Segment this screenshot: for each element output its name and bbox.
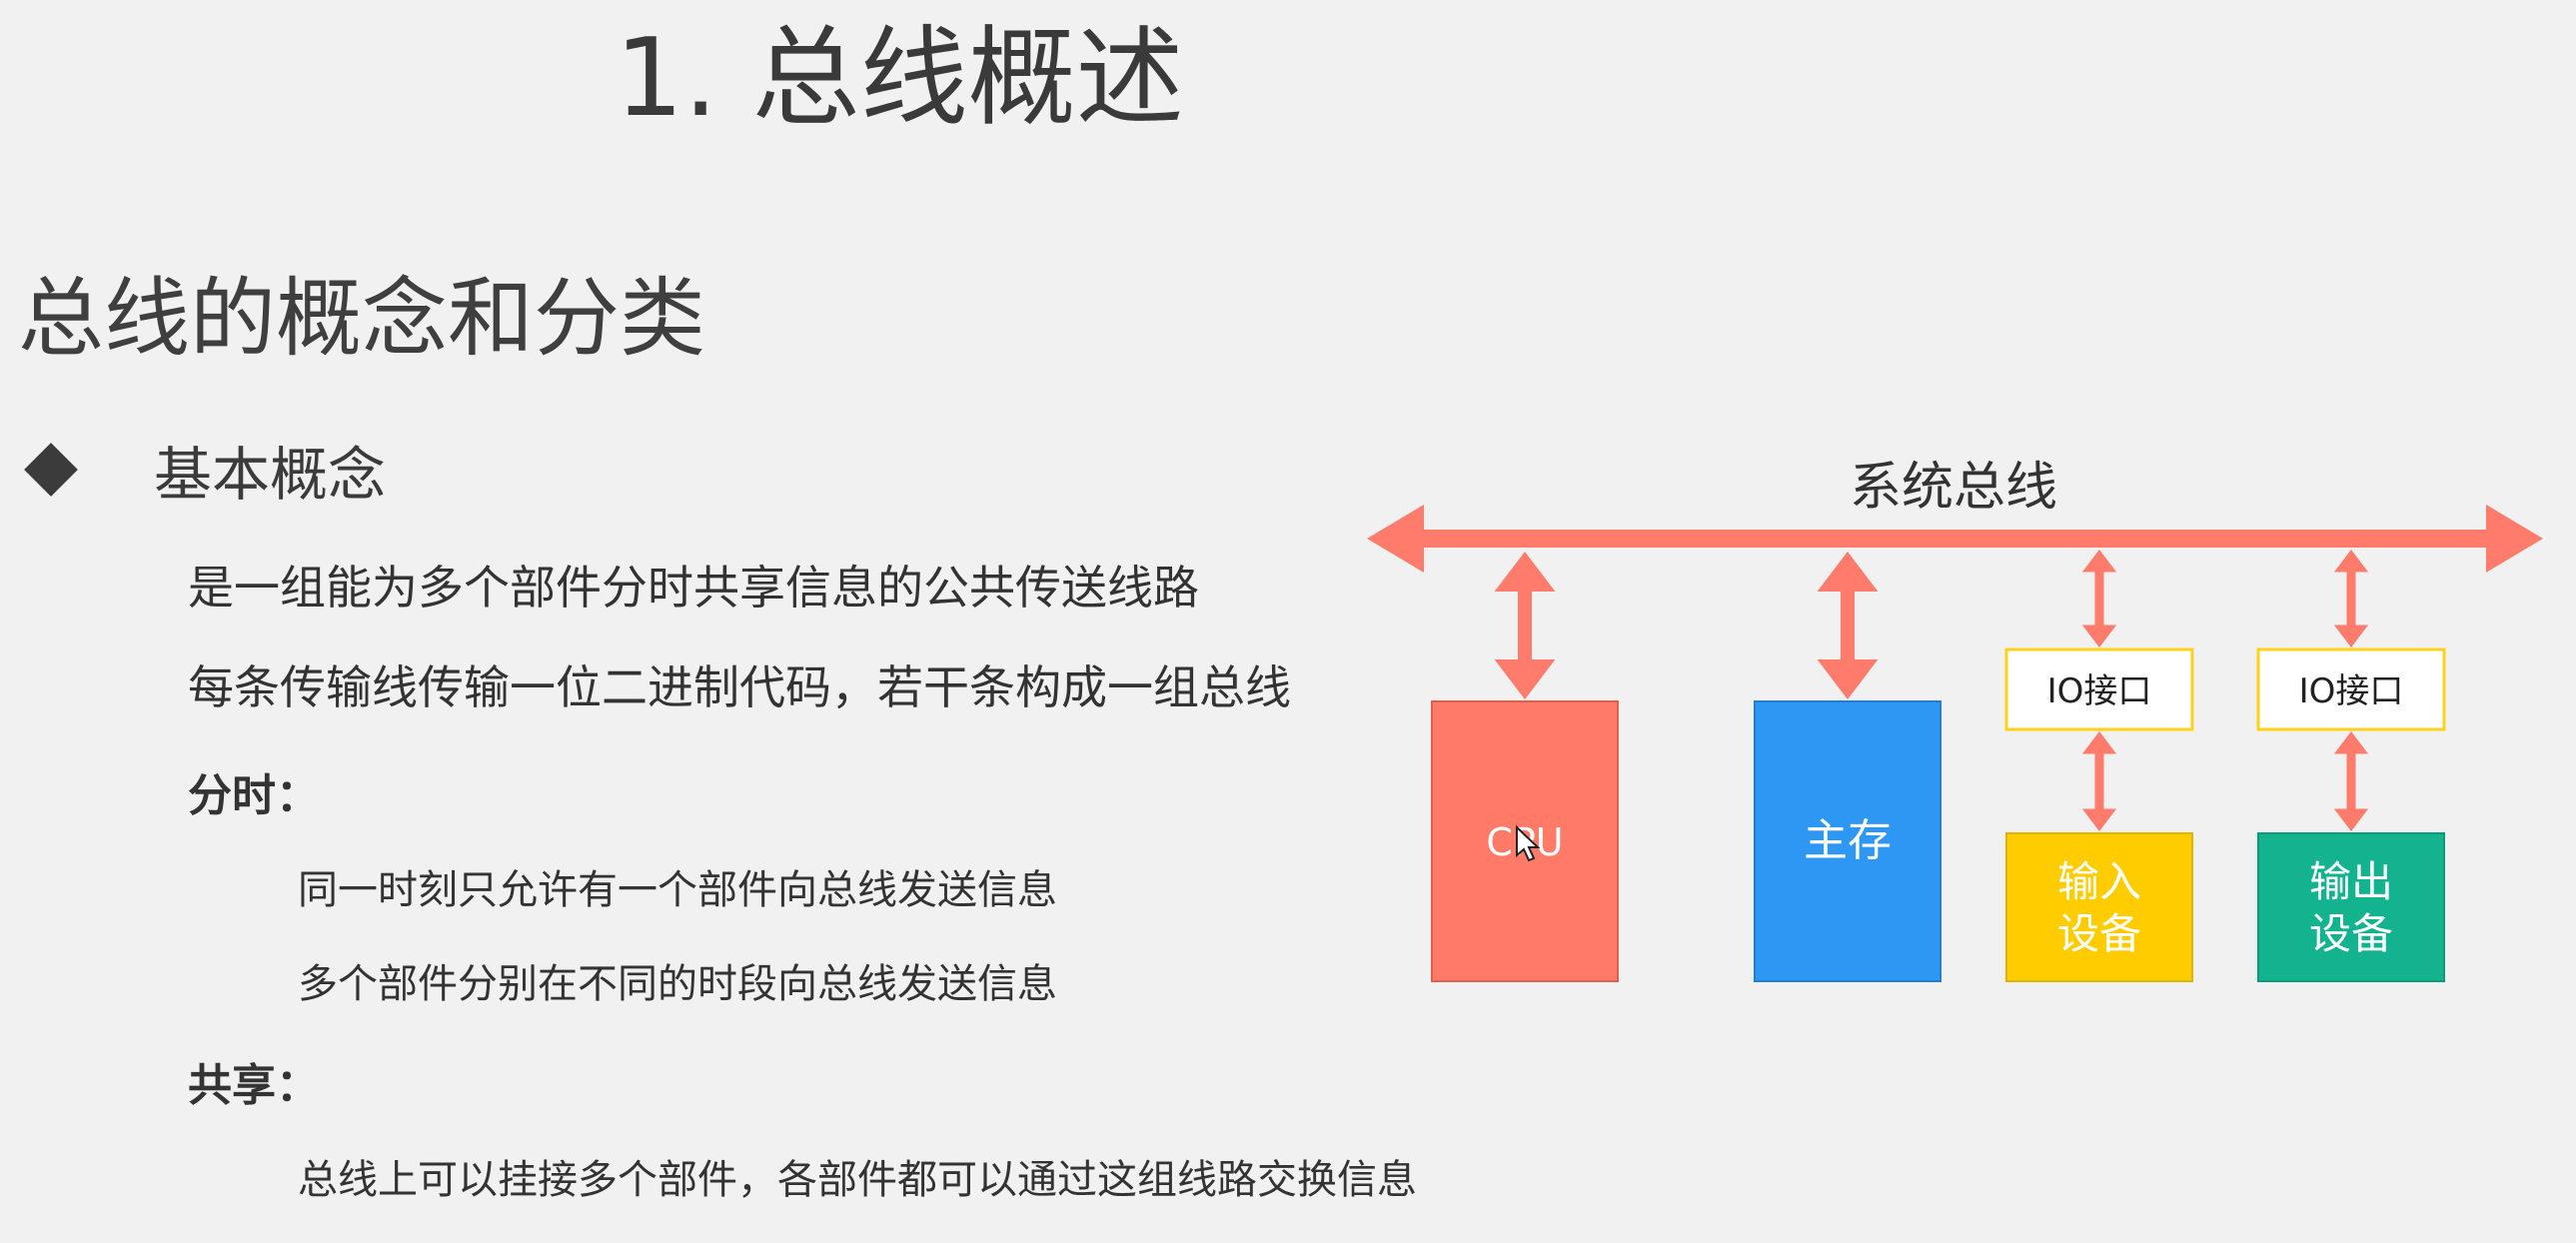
output-device-line-2: 设备 bbox=[2309, 909, 2393, 958]
input-device-line-1: 输入 bbox=[2057, 857, 2141, 906]
output-device-line-1: 输出 bbox=[2309, 857, 2393, 906]
diamond-bullet-icon bbox=[24, 443, 78, 497]
mouse-cursor-icon bbox=[1516, 824, 1541, 862]
io-interface-1-label: IO接口 bbox=[2047, 671, 2152, 711]
memory-bus-arrow-head-bottom bbox=[1817, 659, 1879, 699]
io2-output-arrow-head-top bbox=[2333, 731, 2369, 754]
bullet-basic-concept: 基本概念 bbox=[24, 428, 386, 512]
section-title: 总线的概念和分类 bbox=[18, 269, 705, 369]
io1-input-arrow-shaft bbox=[2094, 749, 2104, 813]
cpu-bus-arrow-head-bottom bbox=[1494, 659, 1556, 699]
cpu-box bbox=[1431, 700, 1619, 982]
io1-input-arrow-head-top bbox=[2081, 731, 2117, 754]
cpu-bus-arrow-shaft bbox=[1518, 584, 1532, 667]
io2-output-arrow-shaft bbox=[2346, 749, 2356, 813]
io1-input-arrow-head-bottom bbox=[2081, 808, 2117, 831]
io2-bus-arrow-head-bottom bbox=[2333, 624, 2369, 647]
arrows-group bbox=[1367, 505, 2543, 831]
memory-label: 主存 bbox=[1804, 815, 1892, 866]
io-interface-1 bbox=[2004, 647, 2194, 731]
input-device-box bbox=[2005, 832, 2193, 982]
io1-bus-arrow-shaft bbox=[2094, 568, 2104, 629]
io2-bus-arrow-head-top bbox=[2333, 550, 2369, 573]
io2-output-arrow-head-bottom bbox=[2333, 808, 2369, 831]
time-sharing-label: 分时： bbox=[188, 770, 320, 821]
memory-bus-arrow-shaft bbox=[1841, 584, 1855, 667]
system-bus-shaft bbox=[1419, 530, 2498, 548]
bus-label: 系统总线 bbox=[1850, 458, 2057, 518]
input-device-line-2: 设备 bbox=[2057, 909, 2141, 958]
definition-line-2: 每条传输线传输一位二进制代码，若干条构成一组总线 bbox=[188, 660, 1291, 714]
sharing-label: 共享： bbox=[188, 1060, 320, 1111]
time-sharing-item-2: 多个部件分别在不同的时段向总线发送信息 bbox=[298, 961, 1057, 1007]
io2-bus-arrow-shaft bbox=[2346, 568, 2356, 629]
definition-line-1: 是一组能为多个部件分时共享信息的公共传送线路 bbox=[188, 561, 1199, 615]
io-interface-2-label: IO接口 bbox=[2299, 671, 2404, 711]
slide-title: 1. 总线概述 bbox=[615, 16, 1184, 141]
bullet-label: 基本概念 bbox=[154, 441, 387, 509]
time-sharing-item-1: 同一时刻只允许有一个部件向总线发送信息 bbox=[298, 867, 1057, 913]
io1-bus-arrow-head-top bbox=[2081, 550, 2117, 573]
io1-bus-arrow-head-bottom bbox=[2081, 624, 2117, 647]
memory-box bbox=[1754, 700, 1941, 982]
memory-bus-arrow-head-top bbox=[1817, 552, 1879, 592]
system-bus-arrow-right bbox=[2486, 505, 2543, 573]
output-device-box bbox=[2257, 832, 2445, 982]
sharing-item-1: 总线上可以挂接多个部件，各部件都可以通过这组线路交换信息 bbox=[298, 1157, 1417, 1203]
io-interface-2 bbox=[2256, 647, 2446, 731]
cpu-label: CPU bbox=[1486, 820, 1563, 864]
system-bus-arrow-left bbox=[1367, 505, 1424, 573]
cpu-bus-arrow-head-top bbox=[1494, 552, 1556, 592]
